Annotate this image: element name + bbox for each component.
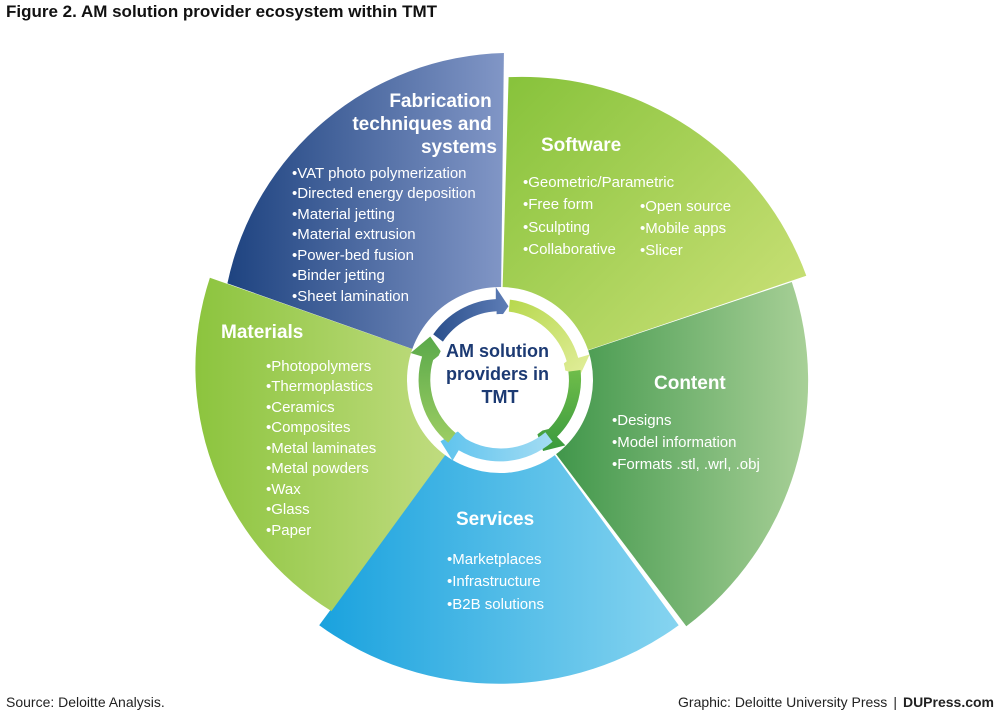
fabrication-segment	[227, 53, 504, 380]
software-item: •Free form	[523, 196, 593, 213]
hub-inner-circle	[434, 314, 566, 446]
fabrication-item: •Sheet lamination	[292, 288, 409, 305]
services-items: •Marketplaces •Infrastructure •B2B solut…	[447, 551, 546, 613]
source-note: Source: Deloitte Analysis.	[6, 694, 165, 710]
materials-item: •Composites	[266, 419, 350, 436]
hub-line: TMT	[482, 387, 519, 407]
materials-item: •Metal powders	[266, 460, 369, 477]
content-item: •Formats .stl, .wrl, .obj	[612, 456, 760, 473]
materials-items: •Photopolymers •Thermoplastics •Ceramics…	[266, 358, 380, 539]
software-item: •Open source	[640, 198, 731, 215]
software-title: Software	[541, 135, 621, 156]
software-item: •Mobile apps	[640, 220, 726, 237]
fabrication-item: •Binder jetting	[292, 267, 385, 284]
arrow-blue-icon	[433, 287, 509, 342]
software-item: •Collaborative	[523, 241, 616, 258]
materials-item: •Thermoplastics	[266, 378, 373, 395]
software-items-right: •Open source •Mobile apps •Slicer	[640, 198, 735, 259]
services-item: •Infrastructure	[447, 573, 541, 590]
materials-item: •Glass	[266, 501, 310, 518]
materials-item: •Ceramics	[266, 399, 335, 416]
materials-item: •Metal laminates	[266, 440, 376, 457]
fabrication-item: •VAT photo polymerization	[292, 165, 467, 182]
fabrication-title-line: systems	[421, 137, 497, 158]
software-item: •Sculpting	[523, 219, 590, 236]
arrow-green-icon	[536, 370, 582, 451]
fabrication-item: •Power-bed fusion	[292, 247, 414, 264]
software-item: •Slicer	[640, 242, 683, 259]
materials-item: •Wax	[266, 481, 301, 498]
content-item: •Model information	[612, 434, 736, 451]
figure-title: Figure 2. AM solution provider ecosystem…	[6, 2, 438, 21]
hub-label: AM solution providers in TMT	[446, 341, 554, 407]
arrow-light-green-icon	[410, 336, 456, 443]
credit-separator: |	[893, 694, 897, 710]
hub-line: providers in	[446, 364, 549, 384]
content-items: •Designs •Model information •Formats .st…	[612, 412, 760, 473]
software-segment	[500, 76, 807, 381]
fabrication-items: •VAT photo polymerization •Directed ener…	[292, 165, 480, 305]
credit-line: Graphic: Deloitte University Press | DUPre…	[678, 694, 994, 710]
materials-title: Materials	[221, 322, 303, 343]
fabrication-item: •Material extrusion	[292, 226, 416, 243]
fabrication-title: Fabrication techniques and systems	[352, 91, 497, 158]
content-item: •Designs	[612, 412, 671, 429]
materials-item: •Paper	[266, 522, 311, 539]
arrow-light-blue-icon	[440, 431, 553, 462]
services-title: Services	[456, 509, 534, 530]
materials-item: •Photopolymers	[266, 358, 371, 375]
credit-site-link[interactable]: DUPress.com	[902, 694, 994, 710]
fabrication-item: •Directed energy deposition	[292, 185, 476, 202]
credit-publisher: Graphic: Deloitte University Press	[678, 694, 888, 710]
fabrication-title-line: techniques and	[352, 114, 491, 135]
services-item: •Marketplaces	[447, 551, 541, 568]
fabrication-title-line: Fabrication	[389, 91, 491, 112]
arrow-yellow-green-icon	[508, 299, 590, 376]
content-title: Content	[654, 373, 726, 394]
services-item: •B2B solutions	[447, 596, 544, 613]
services-segment	[319, 380, 679, 684]
software-items-left: •Free form •Sculpting •Collaborative	[523, 196, 616, 258]
fabrication-item: •Material jetting	[292, 206, 395, 223]
hub-line: AM solution	[446, 341, 549, 361]
software-item: •Geometric/Parametric	[523, 174, 675, 191]
